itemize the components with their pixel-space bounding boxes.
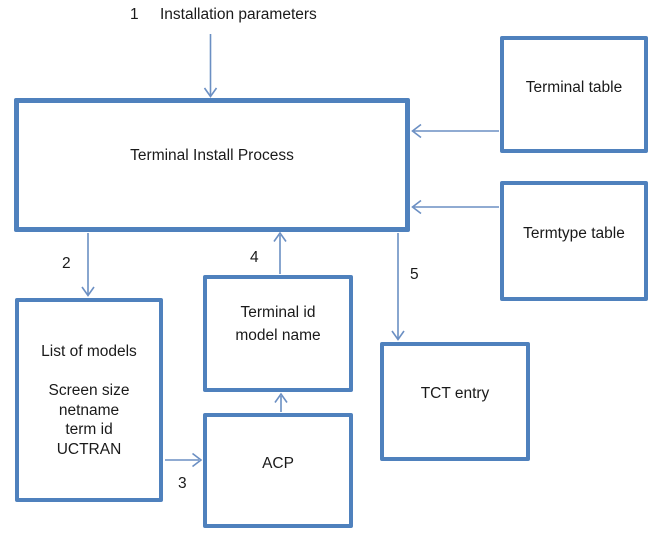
terminal-id-line: Terminal id: [240, 303, 316, 321]
arrow-step5-down: [391, 233, 405, 341]
node-acp-label: ACP: [262, 454, 294, 472]
step2-label: 2: [62, 255, 71, 272]
list-of-models-item: term id: [65, 421, 113, 438]
step5-label: 5: [410, 266, 419, 283]
arrow-terminal-table-to-process: [411, 123, 499, 139]
node-tct-entry-label: TCT entry: [420, 384, 490, 402]
step4-label: 4: [250, 249, 259, 266]
step1-label: Installation parameters: [160, 6, 317, 23]
node-list-of-models: List of models Screen size netname term …: [15, 298, 163, 502]
list-of-models-item: UCTRAN: [56, 440, 122, 458]
step1-number: 1: [130, 6, 139, 23]
node-tct-entry: TCT entry: [380, 342, 530, 461]
node-terminal-table-label: Terminal table: [525, 78, 623, 96]
node-terminal-install-process: Terminal Install Process: [14, 98, 410, 232]
arrow-step3-right: [165, 452, 203, 468]
node-termtype-table-label: Termtype table: [523, 224, 625, 242]
node-terminal-table: Terminal table: [500, 36, 648, 153]
arrow-step1-down: [203, 34, 218, 98]
arrow-acp-to-terminal-id: [274, 392, 288, 412]
list-of-models-title: List of models: [41, 343, 137, 360]
step1-caption: 1 Installation parameters: [130, 6, 317, 24]
node-terminal-install-process-label: Terminal Install Process: [130, 147, 294, 164]
node-acp: ACP: [203, 413, 353, 528]
list-of-models-item: Screen size: [48, 382, 130, 399]
arrow-step2-down: [81, 233, 95, 297]
step3-label: 3: [178, 475, 187, 492]
node-terminal-id-model-name: Terminal id model name: [203, 275, 353, 392]
model-name-line: model name: [235, 326, 321, 344]
arrow-step4-up: [273, 231, 287, 274]
node-termtype-table: Termtype table: [500, 181, 648, 301]
arrow-termtype-table-to-process: [411, 199, 499, 215]
list-of-models-item: netname: [58, 401, 120, 419]
